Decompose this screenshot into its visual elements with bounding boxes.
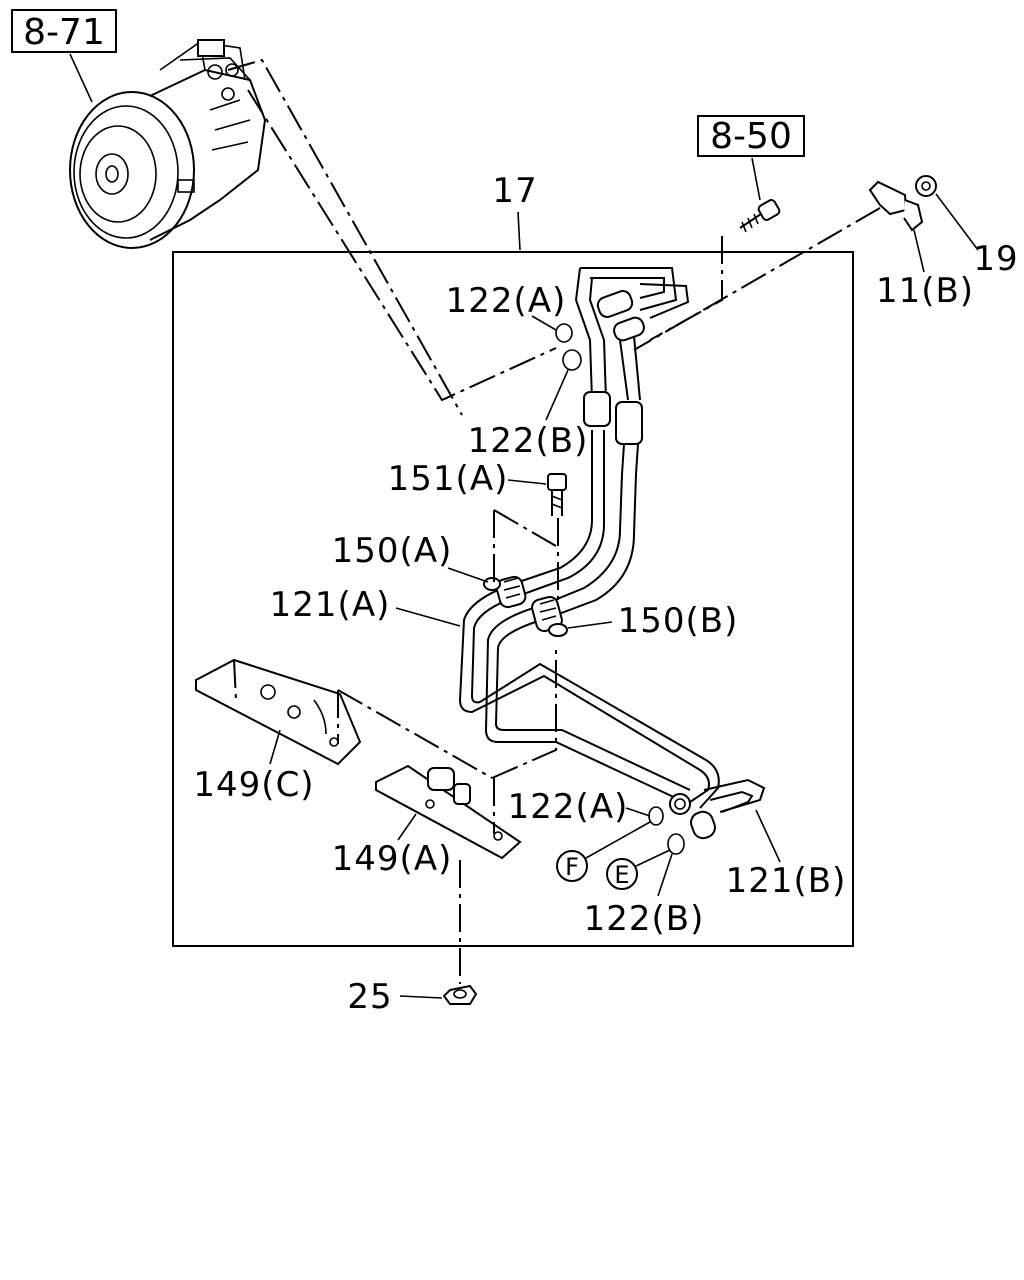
bracket-149a [375, 764, 522, 860]
bracket-149c [195, 658, 362, 766]
leader-122a-bot [625, 807, 651, 817]
nut-19 [915, 175, 937, 197]
compressor-illustration [69, 39, 267, 249]
ref-box-8-71[interactable]: 8-71 [11, 9, 117, 53]
leader-17 [517, 211, 521, 251]
circled-e-label: E [614, 861, 629, 889]
callout-150b[interactable]: 150(B) [618, 601, 739, 641]
callout-121b[interactable]: 121(B) [726, 861, 847, 901]
leader-e [635, 849, 671, 867]
leader-121a [395, 607, 461, 627]
nut-25 [442, 984, 478, 1005]
callout-151a[interactable]: 151(A) [388, 459, 509, 499]
callout-25[interactable]: 25 [347, 977, 392, 1017]
guide-line-149-link [491, 650, 557, 779]
leader-8-71 [69, 53, 93, 103]
guide-line-150a [493, 509, 557, 582]
guide-line-compressor-b [247, 89, 557, 402]
o-ring-122b-bot [667, 833, 685, 855]
leader-8-50 [751, 157, 761, 201]
ref-box-8-50[interactable]: 8-50 [697, 115, 805, 157]
circled-f-label: F [565, 853, 579, 881]
grommet-150b [531, 595, 568, 637]
leader-f [585, 821, 651, 859]
callout-19[interactable]: 19 [973, 239, 1018, 279]
callout-121a[interactable]: 121(A) [270, 585, 391, 625]
ref-label-8-71: 8-71 [23, 12, 105, 53]
guide-line-compressor-a [227, 58, 463, 416]
callout-149a[interactable]: 149(A) [332, 839, 453, 879]
o-ring-122a-bot [648, 806, 664, 826]
ref-label-8-50: 8-50 [710, 116, 792, 157]
clip-11b [868, 180, 924, 232]
leader-149a [397, 813, 417, 841]
callout-17[interactable]: 17 [492, 171, 537, 211]
leader-25 [399, 995, 443, 999]
leader-149c [269, 729, 281, 765]
pipe-upper-fittings [574, 267, 690, 475]
leader-151a [507, 479, 547, 485]
callout-122b-top[interactable]: 122(B) [468, 421, 589, 461]
leader-122b-bot [657, 853, 673, 897]
o-ring-122b-top [562, 349, 582, 371]
bolt-151a [547, 473, 567, 516]
circled-e[interactable]: E [606, 858, 638, 890]
leader-150b [567, 621, 613, 629]
assembly-frame [172, 251, 854, 947]
leader-19 [935, 193, 979, 251]
guide-line-149c [337, 689, 493, 779]
bolt-8-50 [739, 199, 781, 233]
guide-line-clip [633, 207, 881, 351]
callout-122a-bot[interactable]: 122(A) [508, 787, 629, 827]
grommet-150a [483, 575, 527, 609]
callout-122b-bot[interactable]: 122(B) [584, 899, 705, 939]
leader-122b-top [545, 369, 569, 421]
callout-149c[interactable]: 149(C) [193, 765, 314, 805]
leader-150a [447, 567, 489, 583]
leader-121b [755, 809, 781, 863]
circled-f[interactable]: F [556, 850, 588, 882]
callout-122a-top[interactable]: 122(A) [446, 281, 567, 321]
leader-122a-top [531, 315, 557, 331]
callout-11b[interactable]: 11(B) [876, 271, 974, 311]
o-ring-122a-top [555, 323, 573, 343]
leader-11b [913, 229, 925, 273]
pipe-121a [458, 470, 720, 809]
pipe-121b [669, 778, 766, 840]
callout-150a[interactable]: 150(A) [332, 531, 453, 571]
